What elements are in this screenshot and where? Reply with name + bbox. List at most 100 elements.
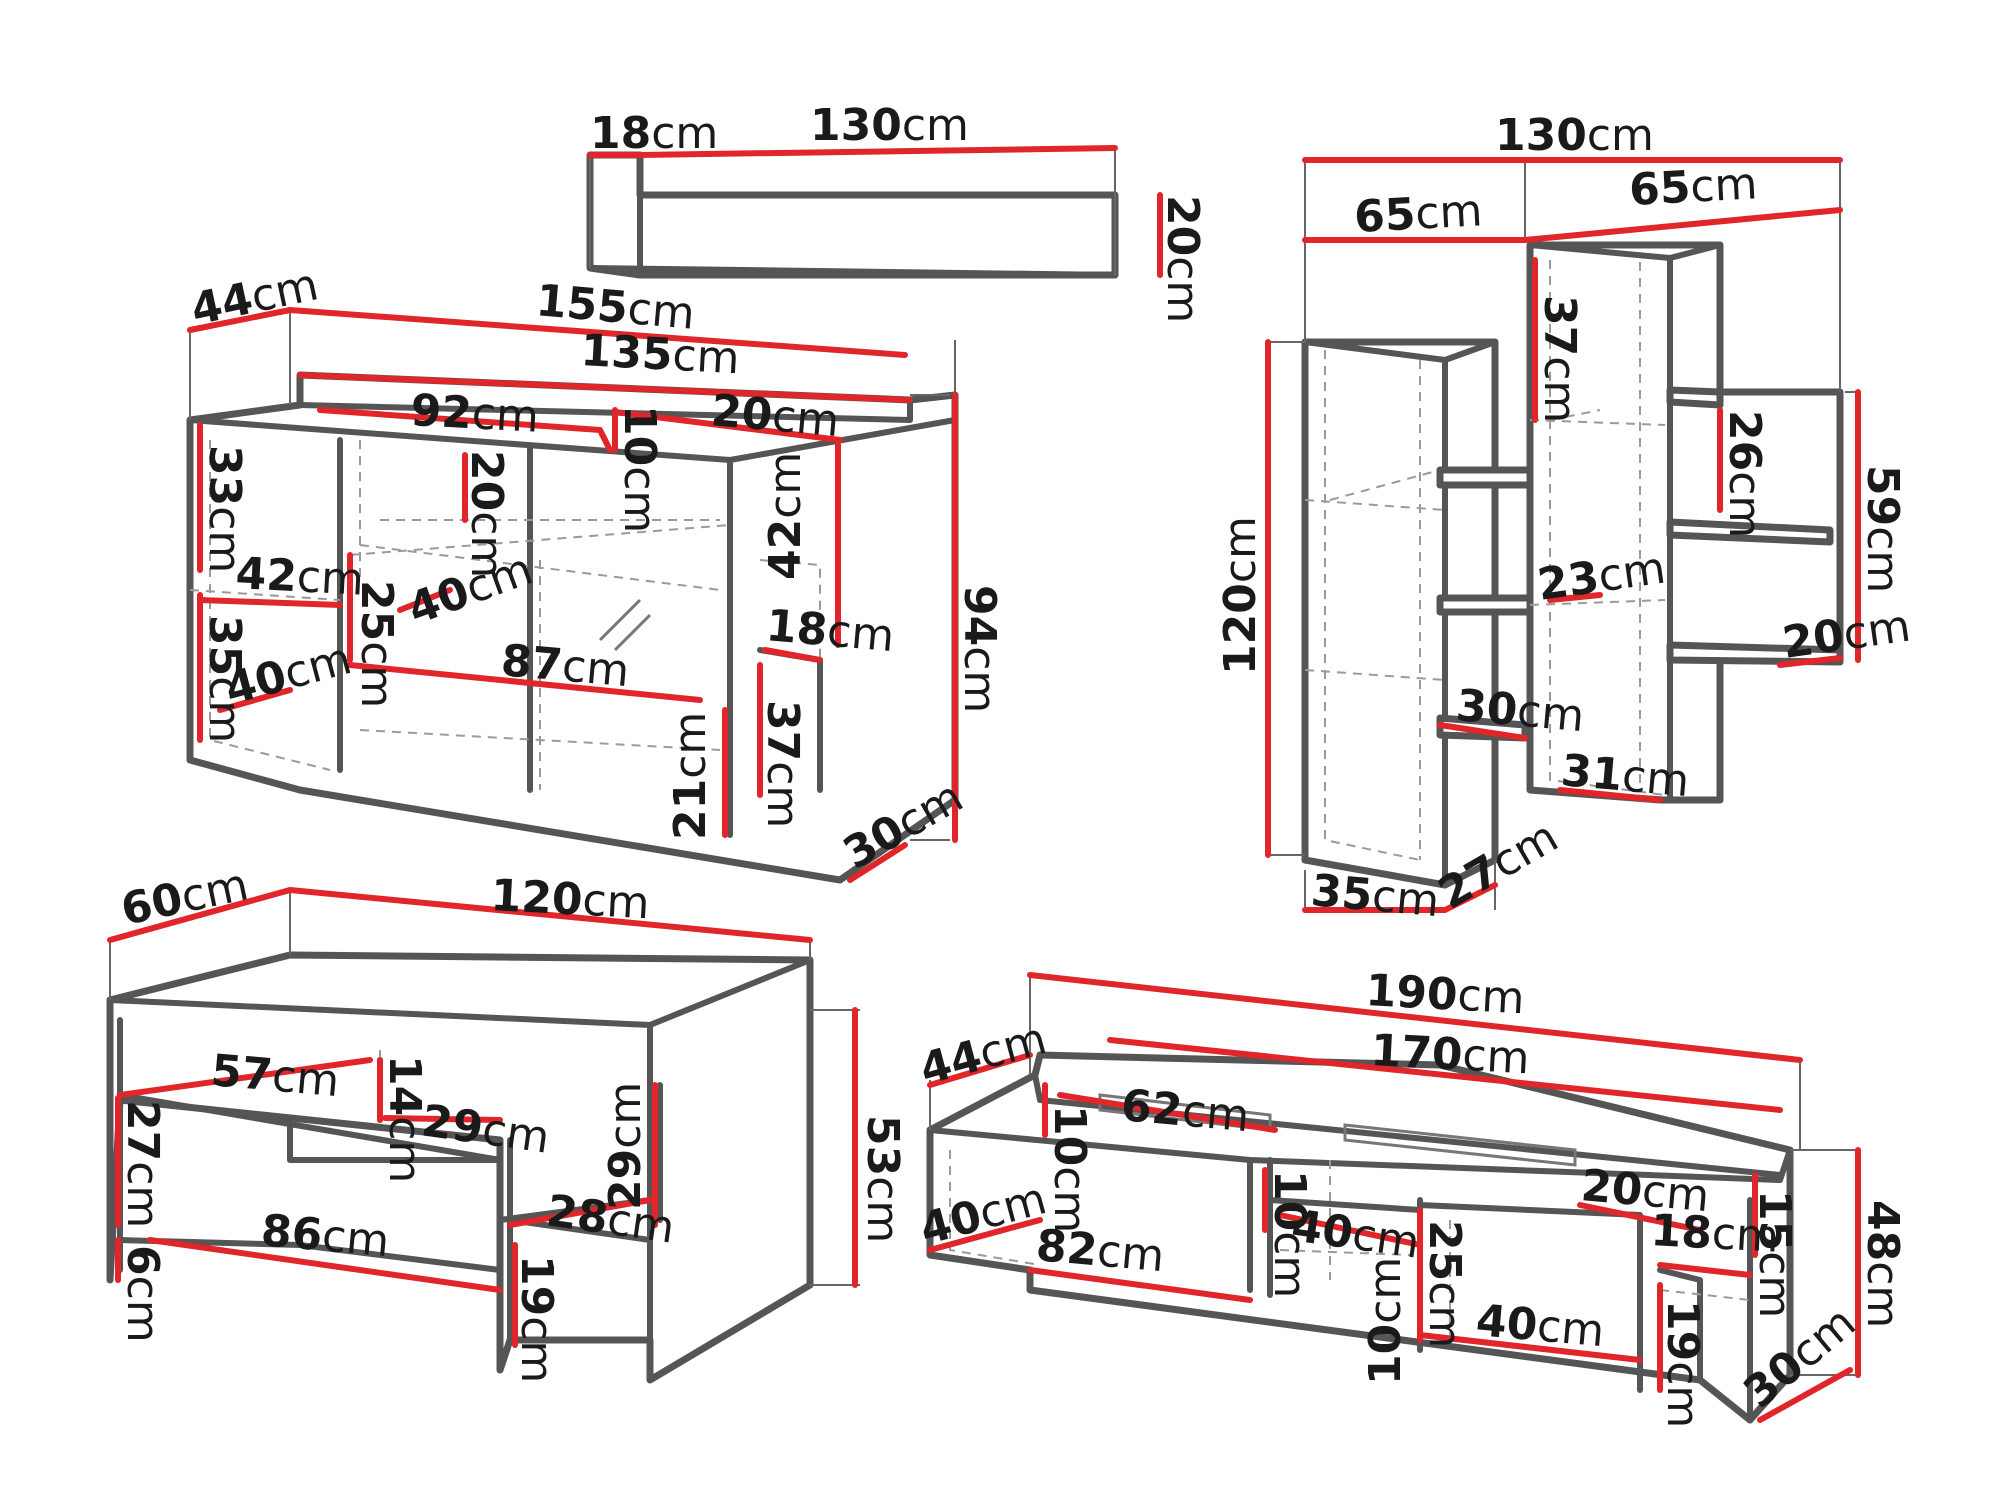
label-wallunit-left-height: 120cm [1215,516,1266,675]
label-wallunit-gap: 26cm [1719,410,1770,538]
label-wallunit-left: 65cm [1353,185,1484,243]
sideboard [186,307,959,884]
label-sideboard-right-opening: 42cm [760,452,811,580]
label-wallunit-left-unit: cm [1414,185,1484,239]
label-tv-width-top-value: 170 [1369,1025,1463,1081]
label-sideboard-right-lower: 37cm [757,700,808,828]
label-table-foot: 6cm [117,1245,168,1343]
label-wallunit-bottom-unit: cm [1620,750,1691,807]
label-wallunit-side-height-value: 59 [1857,465,1908,526]
label-sideboard-bottom: 21cm [665,712,716,840]
label-sideboard-shelf-left-top-value: 33 [199,445,250,506]
label-wallunit-inner-unit: cm [1595,543,1669,603]
label-sideboard-right-small-unit: cm [825,605,896,662]
label-sideboard-right-small: 18cm [764,600,896,662]
label-table-height-value: 53 [857,1115,908,1176]
label-sideboard-height-unit: cm [954,646,1005,713]
label-shelf-depth-value: 18 [590,108,651,159]
label-sideboard-bottom-unit: cm [665,712,716,779]
label-wallunit-gap-value: 26 [1719,410,1770,471]
label-tv-right-width: 40cm [1474,1295,1606,1357]
label-tv-bottom-unit: cm [1360,1257,1411,1324]
tv-stand [926,972,1861,1424]
label-tv-width-total-unit: cm [1456,970,1526,1024]
label-table-side-shelf-value: 28 [543,1185,611,1244]
label-tv-right-height-unit: cm [1419,1281,1470,1348]
label-wallunit-left-value: 65 [1353,189,1417,243]
label-tv-left-width: 82cm [1034,1220,1166,1282]
label-sideboard-top-right: 20cm [709,385,841,447]
label-tv-bottom: 10cm [1360,1257,1411,1385]
label-tv-foot-height-unit: cm [1657,1361,1708,1428]
label-wallunit-base-width: 35cm [1309,865,1441,927]
label-wallunit-upper-value: 37 [1534,295,1585,356]
label-tv-total-height: 48cm [1857,1200,1908,1328]
label-shelf-height-unit: cm [1157,256,1208,323]
label-sideboard-middle-width-unit: cm [560,640,631,697]
label-sideboard-top-right-value: 20 [709,385,774,441]
label-sideboard-shelf-left-bottom-unit: cm [199,676,250,743]
label-tv-right-small-height: 15cm [1749,1190,1800,1318]
label-wallunit-right-unit: cm [1689,158,1759,212]
label-sideboard-width-total: 155cm [534,275,697,340]
label-sideboard-width-total-value: 155 [534,275,630,334]
label-tv-left-width-value: 82 [1034,1220,1099,1276]
label-sideboard-top-niche-unit: cm [471,388,541,442]
label-sideboard-depth-value: 44 [187,273,257,336]
label-tv-mid-divider-value: 10 [1264,1170,1315,1231]
label-table-left-opening-value: 57 [209,1045,274,1101]
label-tv-top-left-unit: cm [1180,1085,1251,1142]
label-wallunit-side-shelf-unit: cm [1840,601,1914,661]
label-shelf-height: 20cm [1157,195,1208,323]
label-shelf-width-value: 130 [810,100,902,151]
label-sideboard-inner-depth-unit: cm [296,551,366,605]
label-sideboard-opening-middle-value: 25 [351,580,402,641]
label-wallunit-mid-unit: cm [1515,685,1586,742]
label-wallunit-upper: 37cm [1534,295,1585,423]
label-tv-right-height: 25cm [1419,1220,1470,1348]
label-table-shelf: 86cm [259,1205,391,1267]
label-table-shelf-unit: cm [320,1210,391,1267]
label-sideboard-right-lower-unit: cm [757,761,808,828]
label-wallunit-right: 65cm [1628,158,1759,216]
wall-shelf [586,145,1163,279]
label-wallunit-total: 130cm [1495,110,1654,161]
label-tv-top-right: 20cm [1579,1160,1711,1222]
label-tv-top-left-height-unit: cm [1044,1166,1095,1233]
label-wallunit-side-height-unit: cm [1857,526,1908,593]
label-table-width-unit: cm [581,875,651,929]
label-table-lower-unit: cm [511,1316,562,1383]
label-table-width: 120cm [489,870,650,929]
label-shelf-width: 130cm [810,100,969,151]
label-tv-top-right-unit: cm [1640,1165,1711,1222]
label-table-opening-height-unit: cm [379,1116,430,1183]
wall-unit [1265,157,1861,913]
label-tv-mid-divider-unit: cm [1264,1231,1315,1298]
label-table-shelf-value: 86 [259,1205,324,1261]
label-table-depth-unit: cm [177,859,253,923]
label-shelf-depth-unit: cm [651,108,718,159]
label-wallunit-base-width-unit: cm [1370,870,1441,927]
label-tv-foot-height-value: 19 [1657,1300,1708,1361]
label-tv-right-small-value: 18 [1649,1205,1713,1259]
label-tv-width-top: 170cm [1369,1025,1530,1084]
label-sideboard-shelf-left-bottom-value: 35 [199,615,250,676]
label-tv-top-left: 62cm [1119,1080,1251,1142]
label-tv-width-top-unit: cm [1461,1030,1531,1084]
label-table-right-opening-value: 29 [418,1095,486,1154]
label-wallunit-upper-unit: cm [1534,356,1585,423]
label-table-opening-height: 14cm [379,1055,430,1183]
label-tv-mid-divider: 10cm [1264,1170,1315,1298]
label-sideboard-inner-depth-value: 42 [234,548,298,602]
label-table-right-opening-unit: cm [479,1104,553,1164]
label-tv-left-width-unit: cm [1095,1225,1166,1282]
label-tv-foot-height: 19cm [1657,1300,1708,1428]
label-table-right-height-value: 29 [600,1149,651,1210]
label-wallunit-gap-unit: cm [1719,471,1770,538]
label-wallunit-side-height: 59cm [1857,465,1908,593]
label-sideboard-opening-top-value: 20 [461,450,512,511]
label-table-depth-value: 60 [117,873,187,936]
label-table-left-height-unit: cm [117,1161,168,1228]
label-sideboard-width-total-unit: cm [626,283,697,340]
